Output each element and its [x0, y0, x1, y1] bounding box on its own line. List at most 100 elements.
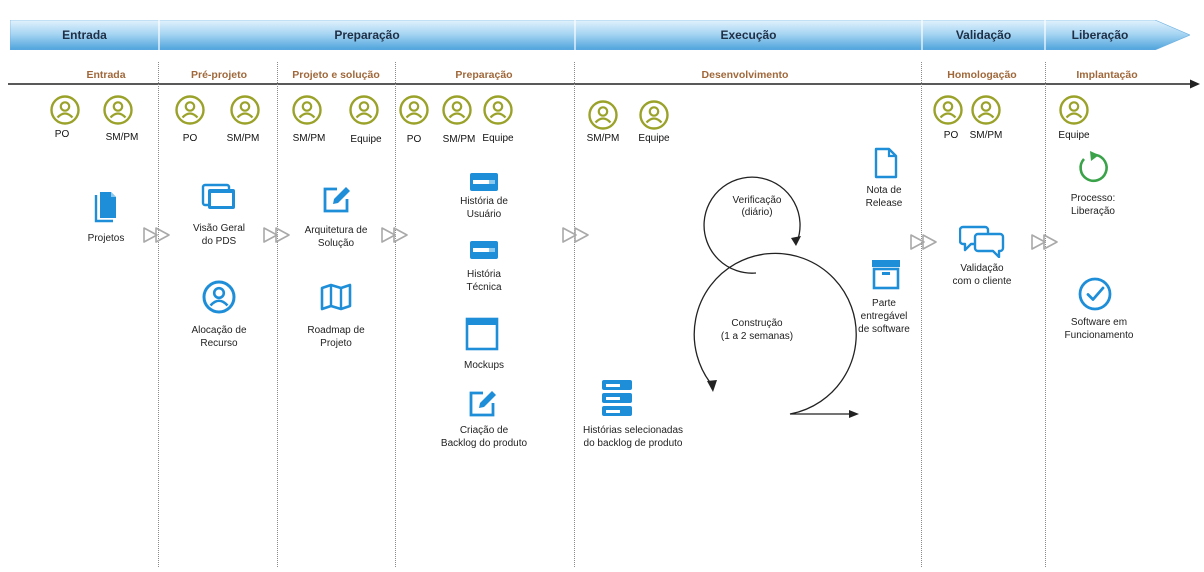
person-icon: [50, 95, 80, 125]
subphase-desenvolvimento: Desenvolvimento: [701, 69, 789, 81]
artifact-label: Mockups: [463, 360, 505, 371]
artifact-label: Técnica: [466, 282, 502, 293]
subphase-projeto-solucao: Projeto e solução: [292, 69, 380, 81]
subphase-pre-projeto: Pré-projeto: [190, 69, 248, 81]
artifact-label: História: [467, 269, 501, 280]
artifact-label: Projeto: [320, 338, 352, 349]
artifact-label: Backlog do produto: [440, 438, 528, 449]
artifact-label: Histórias selecionadas: [582, 425, 684, 436]
artifact-label: Funcionamento: [1064, 330, 1134, 341]
stack-icon: [602, 380, 632, 416]
role-label: SM/PM: [442, 134, 476, 145]
flow-chevrons: [143, 227, 170, 243]
documents-icon: [94, 192, 116, 223]
subphase-implantacao: Implantação: [1076, 69, 1138, 81]
role-label: SM/PM: [586, 133, 620, 144]
person-icon: [971, 95, 1001, 125]
edit-icon: [469, 391, 496, 417]
person-icon: [349, 95, 379, 125]
artifact-label: Criação de: [459, 425, 509, 436]
phase-execucao: Execução: [720, 28, 777, 42]
person-icon: [442, 95, 472, 125]
person-icon: [292, 95, 322, 125]
person-icon: [639, 100, 669, 130]
person-icon: [933, 95, 963, 125]
role-label: Equipe: [482, 133, 514, 144]
windows-icon: [201, 183, 235, 209]
role-label: SM/PM: [226, 133, 260, 144]
flow-chevrons: [562, 227, 589, 243]
development-cycle: [693, 176, 859, 418]
edit-icon: [323, 187, 350, 213]
artifact-label: Roadmap de: [307, 325, 365, 336]
role-label: SM/PM: [292, 133, 326, 144]
artifact-label: Software em: [1070, 317, 1128, 328]
refresh-icon: [1079, 151, 1108, 183]
artifact-label: entregável: [860, 311, 908, 322]
window-icon: [465, 317, 499, 351]
artifact-label: de software: [858, 324, 910, 335]
artifact-label: com o cliente: [952, 276, 1012, 287]
flow-chevrons: [381, 227, 408, 243]
artifact-label: do PDS: [201, 236, 237, 247]
artifact-label: Recurso: [200, 338, 238, 349]
phase-liberacao: Liberação: [1071, 28, 1129, 42]
role-label: PO: [182, 133, 198, 144]
cycle-label: (diário): [741, 207, 773, 218]
separator: [158, 62, 159, 567]
separator: [395, 62, 396, 567]
phase-entrada: Entrada: [62, 28, 107, 42]
role-label: PO: [943, 130, 959, 141]
map-icon: [320, 283, 352, 311]
artifact-label: do backlog de produto: [583, 438, 683, 449]
chat-icon: [959, 225, 1005, 258]
separator: [921, 62, 922, 567]
artifact-label: Liberação: [1071, 206, 1115, 217]
flow-chevrons: [910, 234, 937, 250]
check-circle-icon: [1078, 277, 1112, 311]
artifact-label: Release: [865, 198, 903, 209]
role-label: Equipe: [350, 134, 382, 145]
role-label: PO: [54, 129, 70, 140]
role-label: Equipe: [638, 133, 670, 144]
artifact-label: Parte: [872, 298, 896, 309]
phase-banner: [10, 20, 1190, 50]
subphase-entrada: Entrada: [86, 69, 126, 81]
role-label: SM/PM: [105, 132, 139, 143]
artifact-label: Arquitetura de: [304, 225, 368, 236]
role-label: Equipe: [1058, 130, 1090, 141]
artifact-label: Usuário: [466, 209, 502, 220]
phase-validacao: Validação: [955, 28, 1012, 42]
artifact-label: História de: [460, 196, 508, 207]
flow-chevrons: [1031, 234, 1058, 250]
cycle-label: Construção: [731, 318, 783, 329]
person-icon: [230, 95, 260, 125]
cycle-label: Verificação: [732, 195, 782, 206]
resource-person-icon: [202, 280, 236, 314]
person-icon: [1059, 95, 1089, 125]
artifact-label: Visão Geral: [192, 223, 246, 234]
timeline-arrow: [8, 79, 1200, 89]
person-icon: [399, 95, 429, 125]
subphase-homologacao: Homologação: [947, 69, 1017, 81]
document-icon: [874, 147, 898, 179]
artifact-label: Processo:: [1070, 193, 1116, 204]
person-icon: [483, 95, 513, 125]
separator: [1045, 62, 1046, 567]
role-label: SM/PM: [969, 130, 1003, 141]
separator: [574, 62, 575, 567]
person-icon: [588, 100, 618, 130]
artifact-label: Projetos: [87, 233, 125, 244]
flow-chevrons: [263, 227, 290, 243]
person-icon: [103, 95, 133, 125]
story-card-icon: [470, 173, 498, 191]
subphase-preparacao: Preparação: [455, 69, 513, 81]
separator: [277, 62, 278, 567]
cycle-label: (1 a 2 semanas): [720, 331, 794, 342]
artifact-label: Alocação de: [191, 325, 247, 336]
box-icon: [872, 260, 900, 290]
phase-preparacao: Preparação: [334, 28, 400, 42]
artifact-label: Solução: [317, 238, 355, 249]
person-icon: [175, 95, 205, 125]
role-label: PO: [406, 134, 422, 145]
